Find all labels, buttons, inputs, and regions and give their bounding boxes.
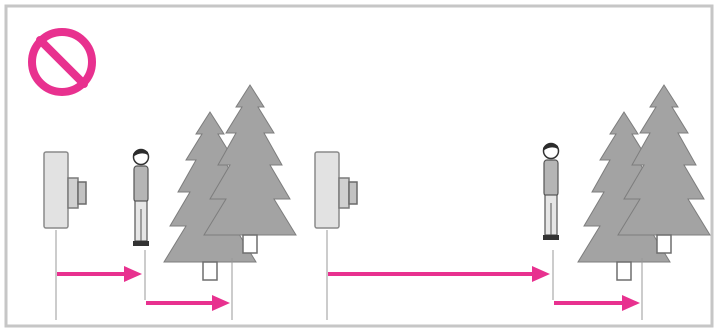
diagram-canvas: [0, 0, 718, 333]
diagram: [0, 0, 718, 333]
